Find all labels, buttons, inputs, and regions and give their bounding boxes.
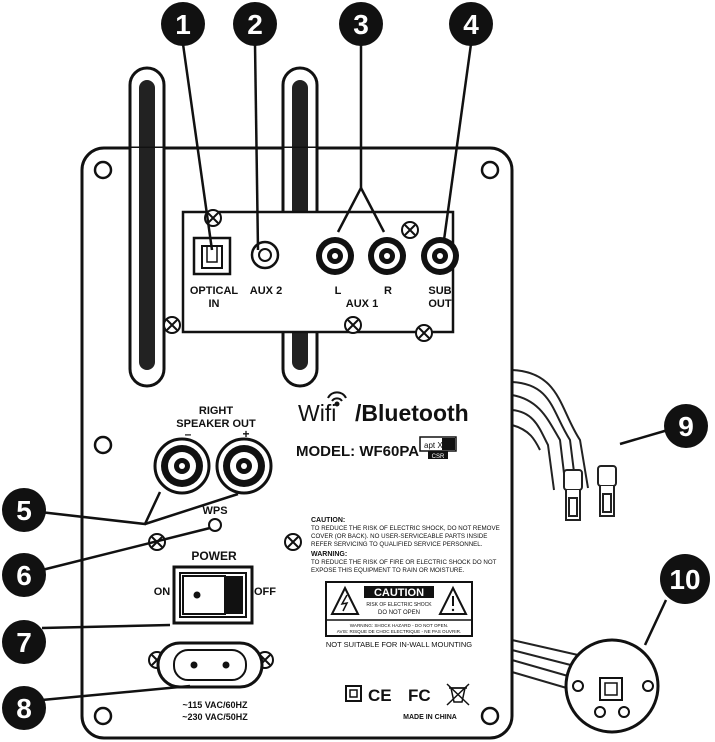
- power-on-label: ON: [154, 586, 171, 598]
- svg-text:1: 1: [175, 9, 191, 40]
- sub-label-line1: SUB: [428, 285, 451, 297]
- caution-title: CAUTION:: [311, 517, 345, 524]
- spade-connector-right: [597, 465, 617, 517]
- fcc-mark: FC: [408, 686, 431, 705]
- lightning-warning-icon: [330, 585, 360, 615]
- svg-text:8: 8: [16, 693, 32, 724]
- caution-label-sub2: DO NOT OPEN: [378, 610, 420, 616]
- callout-badge-5: 5: [2, 488, 46, 532]
- optical-label-line2: IN: [209, 298, 220, 310]
- minus-sign: –: [185, 427, 192, 441]
- callout-badge-2: 2: [233, 2, 277, 46]
- speaker-terminal-negative: [153, 437, 211, 495]
- not-suitable-notice: NOT SUITABLE FOR IN-WALL MOUNTING: [326, 640, 472, 649]
- bluetooth-logo-text: /Bluetooth: [355, 400, 469, 426]
- wifi-logo-text: Wifi: [298, 400, 336, 426]
- aux2-jack: [250, 240, 280, 270]
- callout-badge-1: 1: [161, 2, 205, 46]
- speaker-terminal-positive: [215, 437, 273, 495]
- power-rocker-switch: [172, 565, 254, 625]
- rca-jack-left: [316, 237, 354, 275]
- power-off-label: OFF: [254, 586, 276, 598]
- mounting-hole: [93, 160, 500, 726]
- double-insulation-icon: [345, 685, 362, 702]
- caution-label-sub1: RISK OF ELECTRIC SHOCK: [366, 602, 432, 608]
- aptx-logo: [419, 436, 457, 459]
- exclamation-warning-icon: [438, 585, 468, 615]
- svg-text:4: 4: [463, 9, 479, 40]
- speaker-out-line1: RIGHT: [199, 405, 234, 417]
- wps-label: WPS: [202, 505, 227, 517]
- optical-input-jack: [192, 236, 232, 276]
- callout-badge-8: 8: [2, 686, 46, 730]
- aux1-left-label: L: [335, 285, 342, 297]
- svg-text:3: 3: [353, 9, 369, 40]
- power-label: POWER: [191, 549, 237, 563]
- ce-mark: CE: [368, 686, 392, 705]
- warning-line1: TO REDUCE THE RISK OF FIRE OR ELECTRIC S…: [311, 559, 497, 566]
- caution-label-word: CAUTION: [374, 587, 424, 599]
- optical-label-line1: OPTICAL: [190, 285, 239, 297]
- model-number: MODEL: WF60PA: [296, 443, 419, 460]
- speaker-wire-harness: [511, 369, 589, 491]
- made-in-label: MADE IN CHINA: [403, 714, 457, 721]
- warning-title: WARNING:: [311, 551, 347, 558]
- voltage-line1: ~115 VAC/60HZ: [182, 700, 248, 710]
- power-connector-detail-view: [564, 638, 660, 734]
- svg-text:2: 2: [247, 9, 263, 40]
- svg-text:10: 10: [669, 564, 700, 595]
- svg-text:5: 5: [16, 495, 32, 526]
- ac-power-inlet: [156, 641, 264, 689]
- wps-button: [208, 518, 222, 532]
- warning-line2: EXPOSE THIS EQUIPMENT TO RAIN OR MOISTUR…: [311, 567, 465, 574]
- callout-badge-4: 4: [449, 2, 493, 46]
- callout-leader-lines: [39, 43, 669, 702]
- callout-badge-7: 7: [2, 620, 46, 664]
- svg-text:7: 7: [16, 627, 32, 658]
- speaker-out-line2: SPEAKER OUT: [176, 418, 256, 430]
- spade-connector-left: [563, 469, 583, 521]
- caution-line3: REFER SERVICING TO QUALIFIED SERVICE PER…: [311, 541, 483, 548]
- voltage-line2: ~230 VAC/50HZ: [182, 712, 248, 722]
- caution-line1: TO REDUCE THE RISK OF ELECTRIC SHOCK, DO…: [311, 525, 500, 532]
- caution-label-bottom2: AVIS: RISQUE DE CHOC ELECTRIQUE - NE PAS…: [337, 629, 461, 634]
- caution-label-bottom1: WARNING: SHOCK HAZARD - DO NOT OPEN.: [350, 623, 449, 628]
- aux2-label: AUX 2: [250, 285, 282, 297]
- callout-badge-6: 6: [2, 553, 46, 597]
- rca-jack-right: [368, 237, 406, 275]
- sub-label-line2: OUT: [428, 298, 452, 310]
- aux1-label: AUX 1: [346, 298, 378, 310]
- wifi-signal-icon: [327, 391, 347, 407]
- csr-text: CSR: [432, 454, 445, 460]
- svg-text:9: 9: [678, 411, 694, 442]
- callout-badge-3: 3: [339, 2, 383, 46]
- rca-jack-sub: [421, 237, 459, 275]
- callout-badge-10: 10: [660, 554, 710, 604]
- caution-line2: COVER (OR BACK). NO USER-SERVICEABLE PAR…: [311, 533, 487, 540]
- weee-bin-icon: [446, 683, 470, 706]
- plus-sign: +: [242, 427, 249, 441]
- svg-text:6: 6: [16, 560, 32, 591]
- callout-badge-9: 9: [664, 404, 708, 448]
- aptx-text: apt X: [424, 441, 443, 450]
- aux1-right-label: R: [384, 285, 392, 297]
